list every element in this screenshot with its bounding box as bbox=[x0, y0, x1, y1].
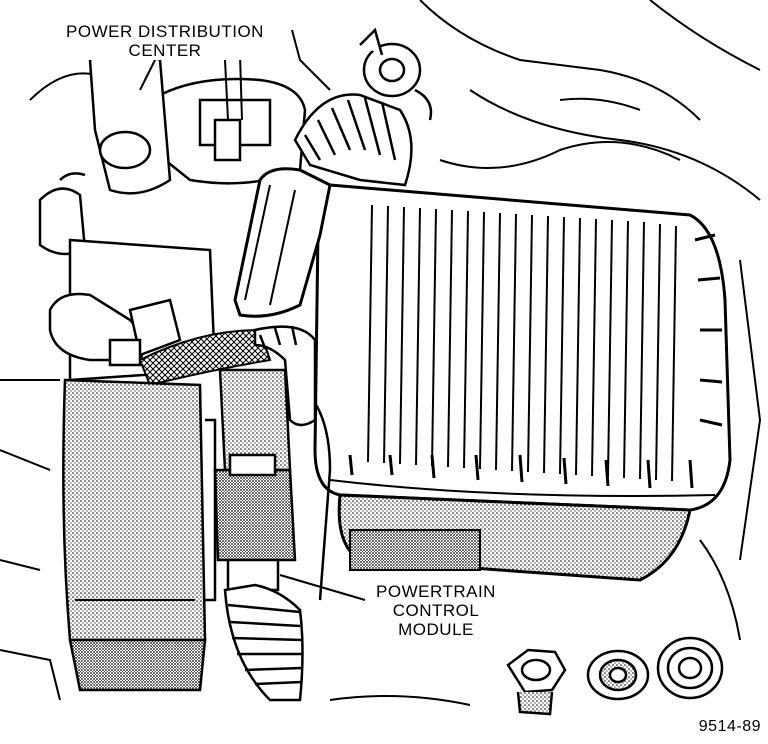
intake-duct bbox=[233, 167, 332, 318]
washer-fastener bbox=[656, 636, 724, 700]
harness-mesh bbox=[138, 328, 272, 387]
hex-nut-fastener bbox=[506, 648, 567, 716]
lower-corrugated-hose bbox=[223, 583, 304, 702]
pcm-label-line-2: CONTROL bbox=[392, 601, 480, 620]
air-cleaner-filter-stack bbox=[349, 529, 481, 571]
pcm-label-line-3: MODULE bbox=[398, 620, 474, 639]
upper-corrugated-hose bbox=[293, 93, 413, 187]
pcm-label-line-1: POWERTRAIN bbox=[376, 582, 496, 601]
pdc-label-line-2: CENTER bbox=[128, 41, 202, 60]
powertrain-control-module-unit bbox=[205, 368, 332, 602]
left-fender-structure bbox=[38, 48, 172, 256]
figure-id-label: 9514-89 bbox=[641, 717, 761, 736]
right-hose bbox=[253, 325, 317, 427]
pdc-label-line-1: POWER DISTRIBUTION bbox=[66, 22, 264, 41]
grommet-fastener bbox=[586, 649, 650, 701]
pcm-leader-line bbox=[279, 574, 366, 601]
left-stippled-component bbox=[62, 378, 207, 692]
power-distribution-center-label: POWER DISTRIBUTION CENTER bbox=[40, 22, 290, 60]
air-cleaner-housing bbox=[313, 183, 732, 582]
powertrain-control-module-label: POWERTRAIN CONTROL MODULE bbox=[366, 582, 506, 639]
air-cleaner-ribs bbox=[367, 204, 677, 482]
power-distribution-center-unit bbox=[158, 54, 307, 185]
air-cleaner-clips bbox=[348, 233, 723, 489]
pdc-leader-line-right bbox=[291, 29, 331, 91]
upper-sensor-bracket bbox=[359, 27, 433, 121]
background-body-lines bbox=[0, 0, 762, 706]
